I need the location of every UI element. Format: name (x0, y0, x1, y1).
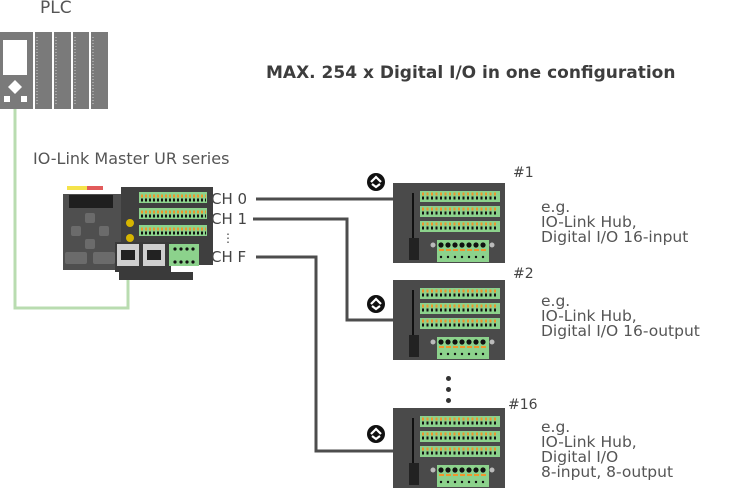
io-link-cable-ch1 (253, 217, 393, 322)
channel-ellipsis: ⋮ (222, 231, 234, 245)
device-desc-2: e.g. IO-Link Hub, Digital I/O 16-output (541, 292, 700, 340)
desc-line: IO-Link Hub, (541, 433, 637, 451)
io-link-icon (367, 173, 385, 191)
device-id-16: #16 (508, 397, 538, 413)
io-link-icon (367, 295, 385, 313)
network-cable (13, 108, 130, 310)
desc-line: Digital I/O (541, 448, 619, 466)
headline: MAX. 254 x Digital I/O in one configurat… (266, 63, 676, 83)
io-link-master-device (63, 186, 213, 280)
io-link-cable-chf (256, 255, 393, 453)
desc-line: Digital I/O 16-input (541, 228, 689, 246)
desc-line: e.g. (541, 198, 571, 216)
desc-line: IO-Link Hub, (541, 213, 637, 231)
master-terminal-rows (139, 192, 207, 236)
desc-line: e.g. (541, 292, 571, 310)
io-link-hub-device-1 (393, 183, 505, 263)
desc-line: Digital I/O 16-output (541, 322, 700, 340)
desc-line: IO-Link Hub, (541, 307, 637, 325)
io-link-icon (367, 425, 385, 443)
device-id-2: #2 (513, 266, 534, 282)
io-link-hub-device-16 (393, 408, 505, 488)
master-label: IO-Link Master UR series (33, 149, 230, 168)
more-devices-ellipsis (446, 376, 451, 403)
plc-label: PLC (40, 0, 72, 18)
plc-device (0, 32, 108, 109)
desc-line: e.g. (541, 418, 571, 436)
channel-ch1: CH 1 (211, 210, 248, 228)
device-desc-1: e.g. IO-Link Hub, Digital I/O 16-input (541, 198, 689, 246)
device-id-1: #1 (513, 165, 534, 181)
io-link-hub-device-2 (393, 280, 505, 360)
desc-line: 8-input, 8-output (541, 463, 674, 481)
channel-chf: CH F (211, 248, 247, 266)
device-desc-16: e.g. IO-Link Hub, Digital I/O 8-input, 8… (541, 418, 674, 481)
channel-ch0: CH 0 (211, 190, 248, 208)
